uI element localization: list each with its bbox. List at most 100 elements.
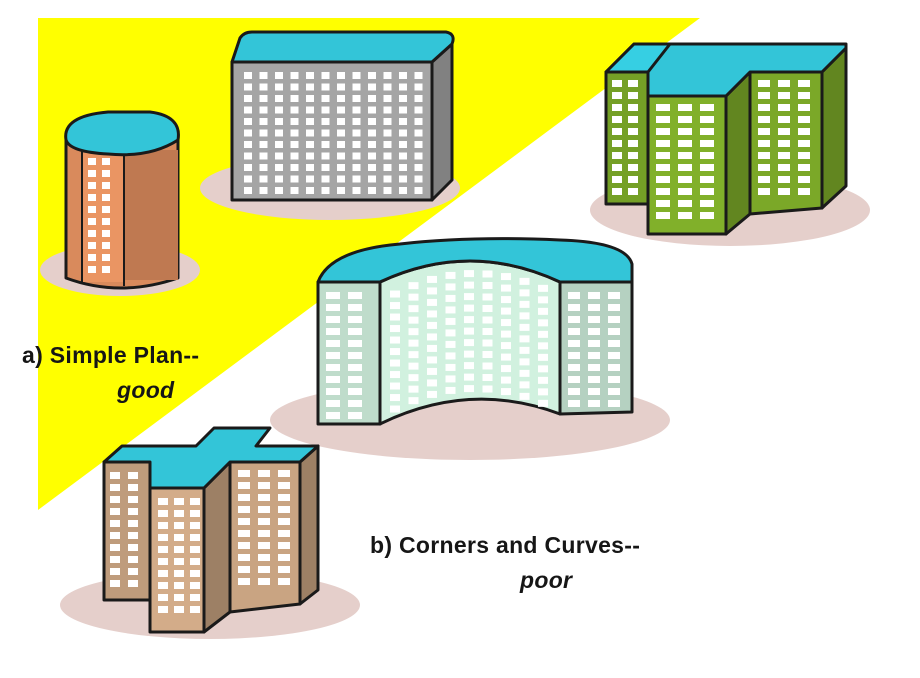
window xyxy=(678,164,692,171)
window xyxy=(128,472,138,479)
window xyxy=(399,152,407,160)
window xyxy=(383,106,392,114)
window xyxy=(88,230,96,237)
window xyxy=(445,283,456,291)
window xyxy=(238,482,250,489)
window xyxy=(538,399,548,407)
window xyxy=(482,362,493,370)
window xyxy=(464,362,474,370)
window xyxy=(798,140,810,147)
window xyxy=(244,83,252,91)
window xyxy=(656,152,670,159)
window xyxy=(700,212,714,219)
window xyxy=(88,242,96,249)
window xyxy=(275,141,283,148)
window xyxy=(608,304,620,311)
window xyxy=(628,116,638,123)
window xyxy=(608,292,620,299)
window xyxy=(348,304,362,311)
window xyxy=(464,270,474,278)
window xyxy=(275,129,283,137)
window xyxy=(368,118,376,125)
window xyxy=(399,141,407,148)
window xyxy=(414,83,423,91)
window xyxy=(588,388,600,395)
window xyxy=(656,188,670,195)
window xyxy=(158,582,168,589)
window xyxy=(352,164,361,171)
window xyxy=(174,534,184,541)
window xyxy=(758,176,770,183)
window xyxy=(190,594,200,601)
window xyxy=(383,187,392,194)
window xyxy=(408,282,419,290)
window xyxy=(568,364,580,371)
window xyxy=(259,187,268,194)
window xyxy=(656,104,670,111)
window xyxy=(390,382,400,390)
window xyxy=(337,118,345,125)
window xyxy=(519,369,530,377)
window xyxy=(628,188,638,195)
window xyxy=(352,106,361,114)
window xyxy=(348,316,362,323)
window xyxy=(464,327,474,335)
window xyxy=(778,140,790,147)
window xyxy=(290,187,299,194)
window xyxy=(326,328,340,335)
window xyxy=(88,194,96,201)
window xyxy=(238,542,250,549)
window xyxy=(482,351,493,359)
window xyxy=(259,118,268,125)
window xyxy=(306,72,314,79)
window xyxy=(337,83,345,91)
window xyxy=(778,128,790,135)
window xyxy=(588,364,600,371)
window xyxy=(700,188,714,195)
window xyxy=(275,118,283,125)
window xyxy=(275,95,283,102)
window xyxy=(88,170,96,177)
window xyxy=(608,352,620,359)
window xyxy=(306,141,314,148)
window xyxy=(102,182,110,189)
window xyxy=(798,80,810,87)
window xyxy=(278,542,290,549)
window xyxy=(102,170,110,177)
window xyxy=(538,376,548,384)
window xyxy=(612,188,622,195)
window xyxy=(501,353,511,361)
window xyxy=(678,104,692,111)
window xyxy=(612,116,622,123)
window xyxy=(538,284,548,292)
window xyxy=(158,570,168,577)
window xyxy=(158,606,168,613)
window xyxy=(190,582,200,589)
window xyxy=(656,116,670,123)
window xyxy=(399,72,407,79)
window xyxy=(278,518,290,525)
window xyxy=(128,544,138,551)
window xyxy=(259,129,268,137)
window xyxy=(408,351,419,359)
window xyxy=(390,325,400,333)
window xyxy=(399,164,407,171)
window xyxy=(348,412,362,419)
window xyxy=(306,95,314,102)
window xyxy=(258,506,270,513)
window xyxy=(158,534,168,541)
window xyxy=(352,83,361,91)
window xyxy=(102,254,110,261)
window xyxy=(798,116,810,123)
window xyxy=(445,375,456,383)
window xyxy=(321,72,330,79)
window xyxy=(656,212,670,219)
window xyxy=(337,175,345,183)
window xyxy=(383,83,392,91)
window xyxy=(259,83,268,91)
window xyxy=(158,594,168,601)
window xyxy=(678,152,692,159)
window xyxy=(174,594,184,601)
window xyxy=(408,385,419,393)
